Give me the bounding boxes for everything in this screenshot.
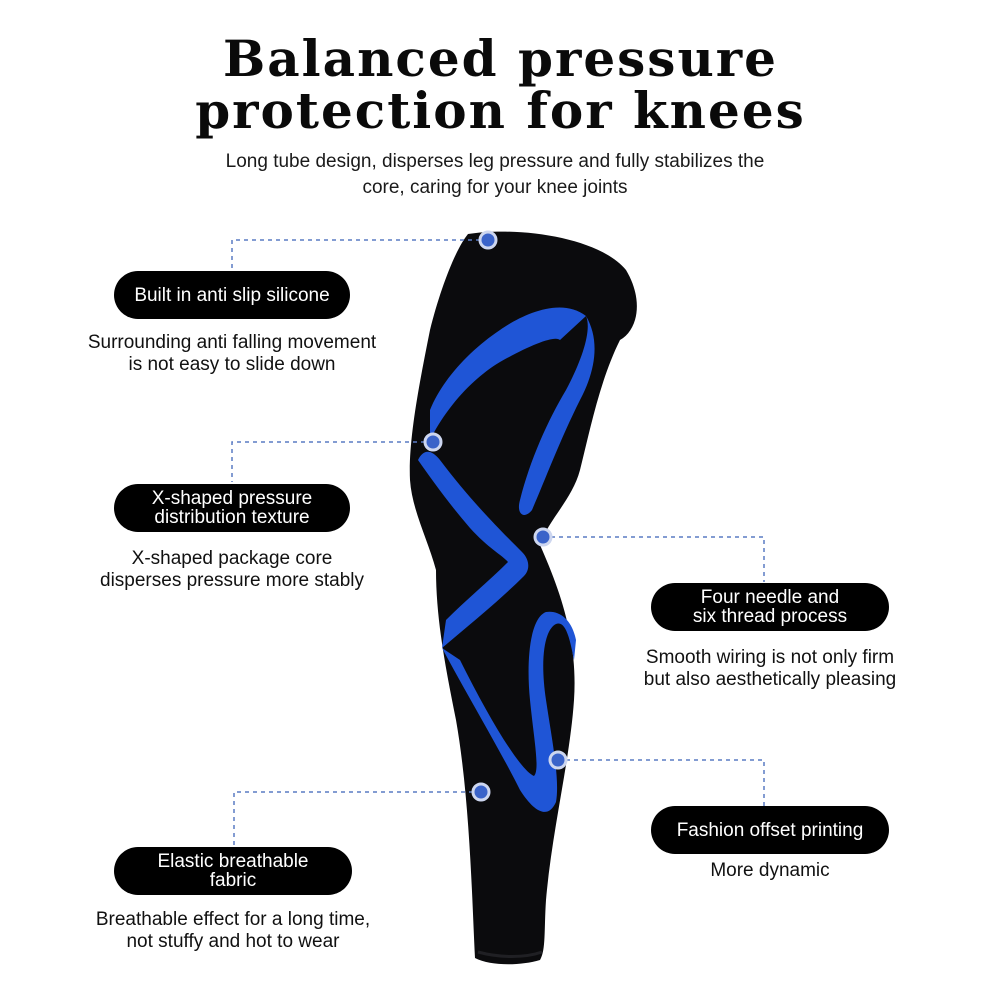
leader-fabric	[233, 791, 481, 846]
feature-desc-x-texture: X-shaped package core disperses pressure…	[100, 548, 364, 591]
feature-desc-fabric: Breathable effect for a long time, not s…	[95, 909, 371, 952]
stripe-upper-right	[518, 316, 595, 515]
headline-line-1: Balanced pressure	[223, 29, 778, 88]
hotspot-dot-x-texture	[423, 432, 443, 452]
feature-label-silicone-text: Built in anti slip silicone	[134, 284, 330, 306]
hotspot-dot-fabric	[471, 782, 491, 802]
subheadline-line-1: Long tube design, disperses leg pressure…	[225, 151, 765, 172]
leg-sleeve	[409, 231, 637, 965]
feature-label-four-needle: Four needle and six thread process	[651, 583, 889, 631]
feature-label-silicone: Built in anti slip silicone	[114, 271, 350, 319]
stripe-upper-left	[430, 307, 586, 440]
stripe-lower	[442, 611, 576, 812]
feature-label-x-texture: X-shaped pressure distribution texture	[114, 484, 350, 532]
leader-x-texture	[231, 441, 433, 482]
subheadline-line-2: core, caring for your knee joints	[362, 177, 628, 198]
leader-lines	[231, 239, 765, 846]
leader-silicone	[231, 239, 488, 270]
leader-four-needle	[543, 536, 765, 582]
feature-label-fabric: Elastic breathable fabric	[114, 847, 352, 895]
feature-desc-silicone: Surrounding anti falling movement is not…	[87, 332, 377, 375]
hotspot-dots	[423, 230, 568, 802]
stripe-x-main	[418, 451, 529, 648]
feature-label-offset-printing: Fashion offset printing	[651, 806, 889, 854]
hotspot-dot-offset-printing	[548, 750, 568, 770]
feature-desc-four-needle: Smooth wiring is not only firm but also …	[643, 647, 897, 690]
hotspot-dot-silicone	[478, 230, 498, 250]
feature-desc-offset-printing: More dynamic	[710, 860, 830, 881]
leader-offset-printing	[558, 759, 765, 806]
hotspot-dot-four-needle	[533, 527, 553, 547]
headline-line-2: protection for knees	[195, 81, 806, 140]
